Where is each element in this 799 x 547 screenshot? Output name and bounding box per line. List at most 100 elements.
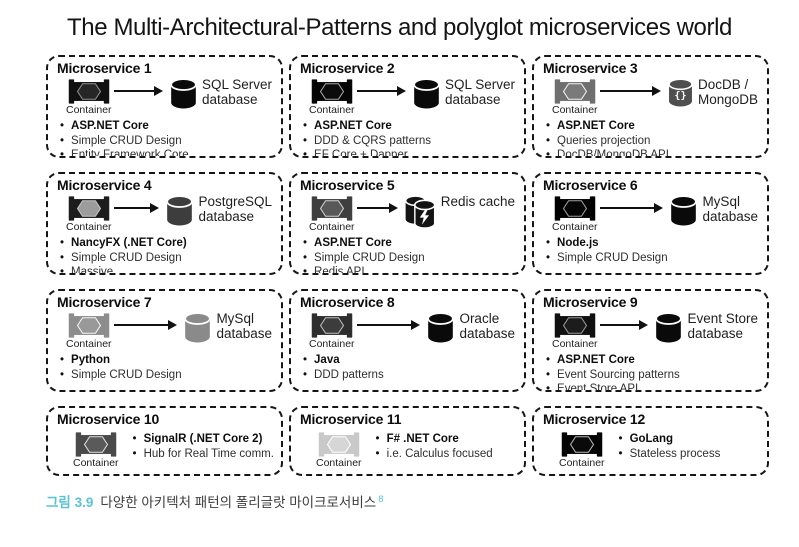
container-icon-svg — [311, 196, 353, 221]
bullet-text: Redis API — [314, 266, 365, 275]
container-icon — [553, 312, 597, 339]
bullet-text: F# .NET Core — [386, 433, 459, 446]
database-icon — [669, 195, 698, 227]
database-label-line: database — [702, 208, 758, 224]
bullet-text: ASP.NET Core — [557, 354, 635, 367]
bullet-dot: • — [303, 266, 308, 275]
database-label-line: database — [216, 325, 272, 341]
bullet-dot: • — [546, 149, 551, 158]
database-label-line: database — [444, 91, 501, 107]
container-label: Container — [309, 104, 355, 117]
bullet-list: •NancyFX (.NET Core)•Simple CRUD Design•… — [60, 236, 272, 275]
container-icon — [67, 78, 111, 105]
container-icon — [310, 312, 354, 339]
bullet-dot: • — [546, 354, 551, 367]
bullet-dot: • — [546, 383, 551, 392]
database-icon — [169, 78, 198, 110]
bullet-list: • Node.js• Simple CRUD Design — [546, 236, 758, 265]
bullet-item: • Redis API — [303, 265, 515, 275]
bullet-item: •SignalR (.NET Core 2) — [133, 432, 274, 447]
arrow-head-icon — [150, 203, 160, 214]
bullet-item: • Python — [60, 353, 272, 368]
microservice-title: Microservice 3 — [543, 60, 638, 76]
container-label: Container — [316, 457, 362, 470]
database-label-line: database — [687, 325, 744, 341]
database-label-line: Event Store — [687, 311, 758, 327]
microservice-title: Microservice 1 — [57, 60, 152, 76]
bullet-text: Simple CRUD Design — [557, 251, 668, 264]
bullet-item: • ASP.NET Core — [60, 119, 272, 134]
container-block: Container — [559, 431, 605, 469]
container-label: Container — [309, 338, 355, 351]
bullet-item: • Event Store API — [546, 382, 758, 392]
database-cylinder-svg — [413, 78, 440, 109]
bullet-text: Java — [314, 354, 340, 367]
bullet-dot: • — [303, 149, 308, 158]
container-label: Container — [66, 104, 112, 117]
database-label-line: DocDB / — [697, 77, 749, 93]
bullet-dot: • — [60, 368, 65, 381]
bullet-list: • Python • Simple CRUD Design — [60, 353, 272, 382]
database-label-line: database — [459, 325, 515, 341]
bullet-dot: • — [546, 251, 551, 264]
container-icon-svg — [554, 196, 596, 221]
container-icon-svg — [561, 432, 603, 457]
bullet-item: • ASP.NET Core — [546, 353, 758, 368]
bullet-text: DDD patterns — [314, 368, 384, 381]
arrow-head-icon — [168, 320, 178, 331]
bullet-text: ASP.NET Core — [71, 120, 149, 133]
microservice-title: Microservice 5 — [300, 177, 395, 193]
container-block: Container — [309, 195, 355, 233]
bullet-dot: • — [546, 368, 551, 381]
arrow-connector — [113, 203, 160, 214]
bullet-item: •Simple CRUD Design — [60, 134, 272, 149]
container-label: Container — [73, 457, 119, 470]
bullet-dot: • — [618, 433, 623, 446]
bullet-text: Simple CRUD Design — [71, 134, 182, 147]
bullet-list: • Java• DDD patterns — [303, 353, 515, 382]
database-label-line: PostgreSQL — [198, 194, 272, 210]
container-icon-svg — [311, 313, 353, 338]
bullet-dot: • — [60, 266, 65, 275]
bullet-text: Stateless process — [629, 447, 721, 460]
bullet-item: •NancyFX (.NET Core) — [60, 236, 272, 251]
bullet-item: •Entity Framework Core — [60, 148, 272, 156]
bullet-dot: • — [60, 354, 65, 367]
bullet-text: Node.js — [557, 237, 599, 250]
bullet-text: Python — [71, 354, 111, 367]
container-block: Container — [309, 312, 355, 350]
database-label-line: Redis cache — [440, 194, 515, 210]
database-label-line: MySql — [216, 311, 254, 327]
card-diagram-row: Container •GoLang•Stateless process — [543, 431, 758, 469]
bullet-dot: • — [303, 134, 308, 147]
arrow-head-icon — [651, 86, 661, 97]
bullet-text: NancyFX (.NET Core) — [71, 237, 187, 250]
container-icon-svg — [68, 196, 110, 221]
bullet-dot: • — [303, 354, 308, 367]
svg-text:{}: {} — [674, 90, 686, 101]
container-label: Container — [309, 221, 355, 234]
bullet-text: Simple CRUD Design — [71, 368, 182, 381]
bullet-item: • Simple CRUD Design — [60, 368, 272, 383]
bullet-text: Event Store API — [557, 383, 639, 392]
bullet-item: •Hub for Real Time comm. — [133, 447, 274, 462]
microservice-title: Microservice 10 — [57, 411, 160, 427]
database-cylinder-svg — [184, 312, 212, 343]
database-cylinder-svg — [427, 312, 455, 343]
bullet-dot: • — [60, 120, 65, 133]
bullet-list: •ASP.NET Core•DDD & CQRS patterns•EF Cor… — [303, 119, 515, 158]
bullet-item: • Java — [303, 353, 515, 368]
microservice-title: Microservice 6 — [543, 177, 638, 193]
bullet-item: • Simple CRUD Design — [546, 251, 758, 266]
database-label-line: SQL Server — [444, 77, 515, 93]
arrow-connector — [356, 320, 421, 331]
bullet-text: Event Sourcing patterns — [557, 368, 680, 381]
